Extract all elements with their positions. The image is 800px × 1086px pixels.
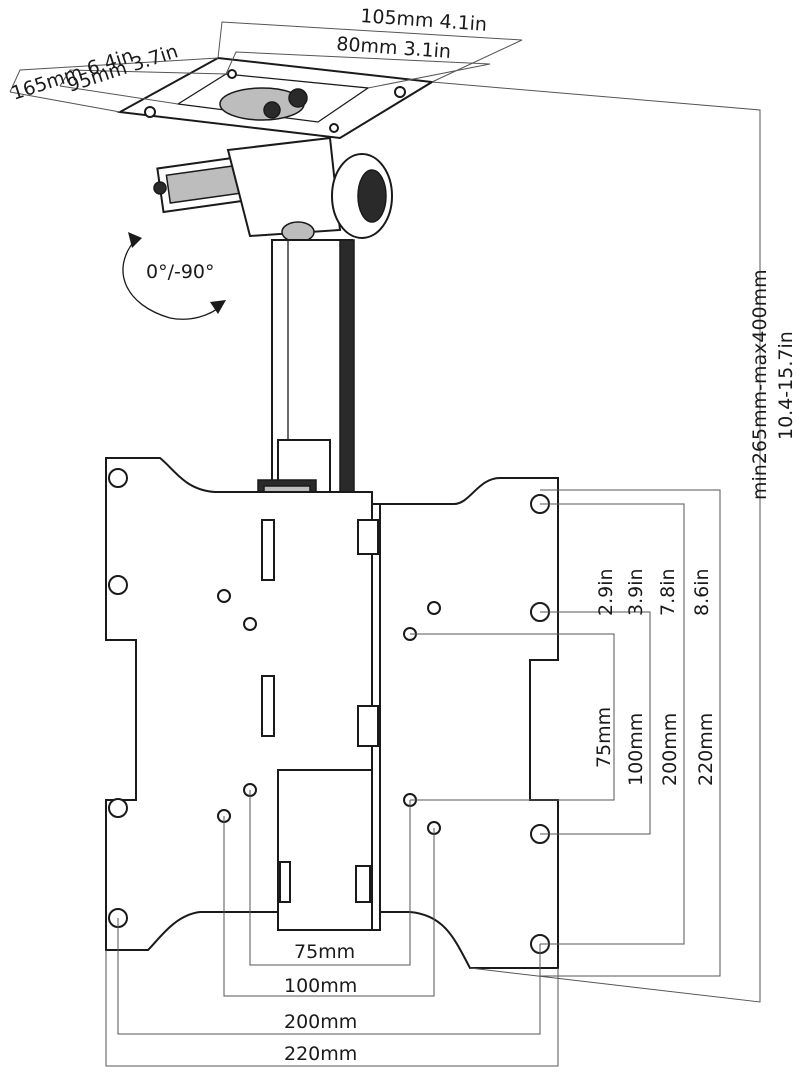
horizontal-dimensions — [105, 790, 559, 1067]
h-mm-100-label: 100mm — [284, 975, 357, 997]
top-inner-width-label: 80mm 3.1in — [336, 33, 452, 63]
vertical-dimensions — [410, 489, 721, 977]
hinge-bracket — [153, 136, 393, 243]
h-mm-200-label: 200mm — [284, 1011, 357, 1033]
height-dimension — [431, 81, 761, 1003]
h-mm-75-label: 75mm — [294, 941, 355, 963]
height-in-label: 10.4-15.7in — [775, 331, 797, 440]
v-mm-220-label: 220mm — [695, 713, 717, 786]
v-in-220-label: 8.6in — [691, 568, 713, 616]
v-in-75-label: 2.9in — [595, 568, 617, 616]
v-mm-200-label: 200mm — [659, 713, 681, 786]
height-mm-label: min265mm-max400mm — [749, 269, 771, 500]
ceiling-plate — [116, 56, 436, 140]
v-mm-75-label: 75mm — [593, 707, 615, 768]
h-mm-220-label: 220mm — [284, 1043, 357, 1065]
tilt-label: 0°/-90° — [146, 261, 215, 283]
top-dimensions — [9, 21, 523, 113]
v-mm-100-label: 100mm — [625, 713, 647, 786]
v-in-100-label: 3.9in — [625, 568, 647, 616]
vesa-plate — [105, 457, 559, 969]
tilt-arrow — [122, 232, 226, 320]
v-in-200-label: 7.8in — [657, 568, 679, 616]
